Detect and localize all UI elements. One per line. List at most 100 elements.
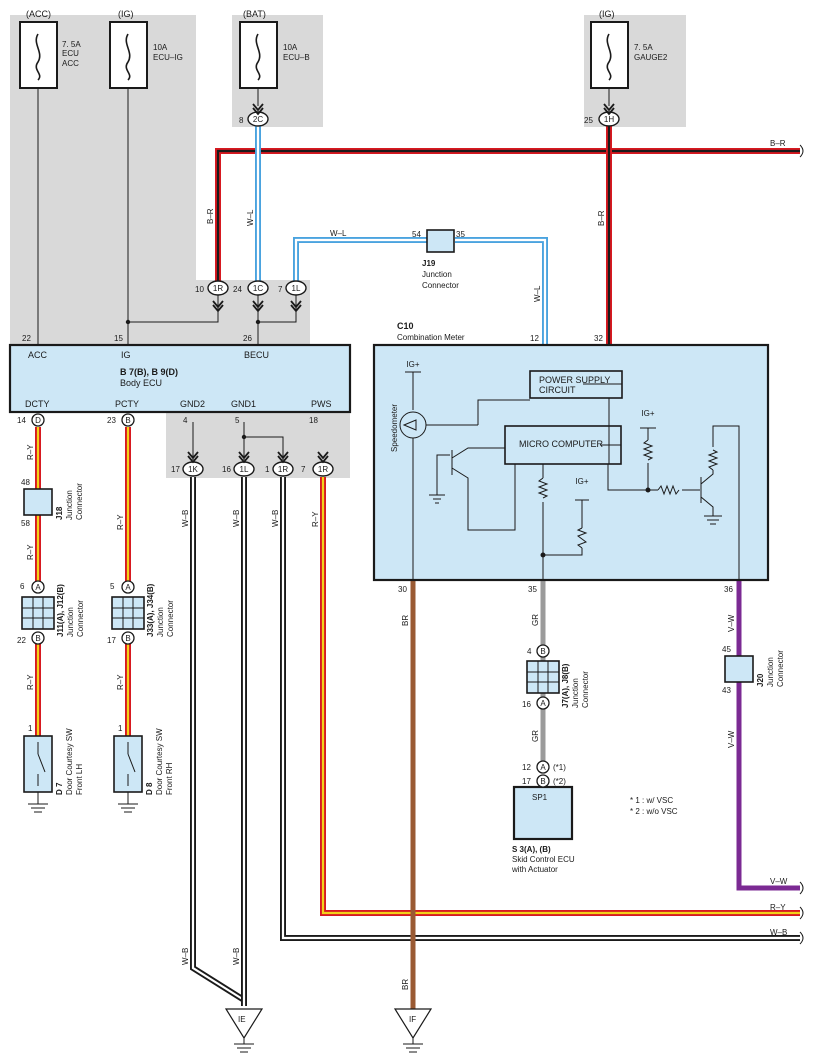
pin-number: 23 [107, 416, 116, 425]
connector-code: 1H [604, 115, 614, 124]
chevrons [187, 103, 615, 464]
pin-number: 17 [107, 636, 116, 645]
pin-number: 12 [530, 334, 539, 343]
pin-number: 48 [21, 478, 30, 487]
wire-label: BR [401, 979, 410, 990]
wire-stripe [281, 477, 800, 940]
skid-control-ecu: SP1 S 3(A), (B) Skid Control ECU with Ac… [511, 763, 575, 874]
junction-code: J19 [422, 259, 436, 268]
fuse-rating: 7. 5A [634, 43, 653, 52]
pin-letter: A [35, 583, 41, 592]
connector-code: 1C [253, 284, 263, 293]
pin-number: 45 [722, 645, 731, 654]
junction-name: Junction [766, 657, 775, 687]
pin-number: 12 [522, 763, 531, 772]
fuse-source-label: (IG) [599, 9, 615, 19]
terminal-ig: IG [121, 350, 131, 360]
wire-stripe [216, 149, 800, 288]
wire-label: R–Y [26, 674, 35, 690]
junction-dot [241, 434, 247, 440]
skid-note: (*1) [553, 763, 566, 772]
pin-number: 30 [398, 585, 407, 594]
connector-code: 1L [240, 465, 249, 474]
continuation-marks [799, 144, 804, 945]
wire-label: GR [531, 614, 540, 626]
fuse-rating: 7. 5A [62, 40, 81, 49]
skid-ecu-code: S 3(A), (B) [512, 845, 551, 854]
junction-code: J11(A), J12(B) [56, 584, 65, 637]
note-vsc: * 1 : w/ VSC [630, 796, 673, 805]
fuse-icon [125, 33, 131, 81]
pin-number: 25 [584, 116, 593, 125]
fuse-source-label: (ACC) [26, 9, 51, 19]
pin-number: 43 [722, 686, 731, 695]
pin-letter: B [540, 647, 545, 656]
switch-name: Front RH [165, 762, 174, 795]
pin-number: 16 [522, 700, 531, 709]
pin-number: 54 [412, 230, 421, 239]
wire-label: W–B [181, 948, 190, 965]
combination-meter: C10 Combination Meter POWER SUPPLY CIRCU… [372, 321, 770, 582]
fuse-name: ECU–B [283, 53, 310, 62]
ground-if: IF [393, 1008, 433, 1053]
fuse-name: GAUGE2 [634, 53, 668, 62]
continuation-icon [799, 931, 804, 945]
pin-circle [536, 644, 550, 658]
wire-label: W–B [232, 948, 241, 965]
chevron-down-icon [603, 103, 615, 116]
junction-block [21, 596, 55, 630]
fuse-name: ACC [62, 59, 79, 68]
fuse-icon [255, 33, 261, 81]
power-supply-label: CIRCUIT [539, 385, 576, 395]
skid-sp1-label: SP1 [532, 793, 548, 802]
wires [35, 88, 800, 1010]
ground-icon [234, 1038, 254, 1053]
ground-triangle-icon [224, 1008, 264, 1040]
pin-letter: B [125, 416, 130, 425]
j20-connector: 45 43 J20 Junction Connector [722, 645, 785, 695]
pin-circle [121, 413, 135, 427]
wire-label: R–Y [770, 903, 786, 912]
chevron-up-icon [212, 300, 224, 313]
pin-number: 1 [118, 724, 123, 733]
junction-name: Junction [66, 607, 75, 637]
j19-connector: 54 35 J19 Junction Connector [412, 229, 465, 290]
pin-number: 24 [233, 285, 242, 294]
pin-number: 4 [183, 416, 188, 425]
pin-number: 1 [28, 724, 33, 733]
wire-gnd1-branch [244, 436, 284, 460]
pin-number: 10 [195, 285, 204, 294]
ground-icon [403, 1038, 423, 1053]
fuse-rating: 10A [283, 43, 298, 52]
switch-name: Door Courtesy SW [65, 728, 74, 795]
switch-name: Door Courtesy SW [155, 728, 164, 795]
switch-code: D 8 [145, 782, 154, 795]
wire-label: W–B [232, 510, 241, 527]
notes: * 1 : w/ VSC * 2 : w/o VSC [630, 796, 678, 816]
junction-block [724, 655, 754, 683]
junction-code: J33(A), J34(B) [146, 583, 155, 637]
switch-icon [127, 753, 136, 773]
pin-number: 22 [22, 334, 31, 343]
j18-connector: 48 58 J18 Junction Connector [21, 478, 84, 528]
wire-label: BR [401, 615, 410, 626]
terminal-gnd2: GND2 [180, 399, 205, 409]
pin-letter: B [540, 777, 545, 786]
wire-label: B–R [597, 210, 606, 226]
switch-icon [37, 753, 46, 773]
junction-code: J7(A), J8(B) [561, 663, 570, 708]
junction-block [426, 229, 455, 253]
chevron-down-icon [238, 451, 250, 464]
connector-code: 2C [253, 115, 263, 124]
pin-letter: A [540, 699, 546, 708]
junction-name: Junction [571, 678, 580, 708]
skid-ecu-name: with Actuator [511, 865, 558, 874]
chevron-up-icon [290, 300, 302, 313]
pin-number: 36 [724, 585, 733, 594]
wire-labels: B–R B–R W–L W–L W–L B–R R–Y R–Y R–Y R–Y … [26, 139, 788, 990]
j7-j8-connector: J7(A), J8(B) Junction Connector [526, 660, 590, 708]
body-ecu-name: Body ECU [120, 378, 162, 388]
junction-code: J18 [55, 506, 64, 520]
fuse-name: ECU [62, 49, 79, 58]
speedometer-label: Speedometer [390, 404, 399, 452]
